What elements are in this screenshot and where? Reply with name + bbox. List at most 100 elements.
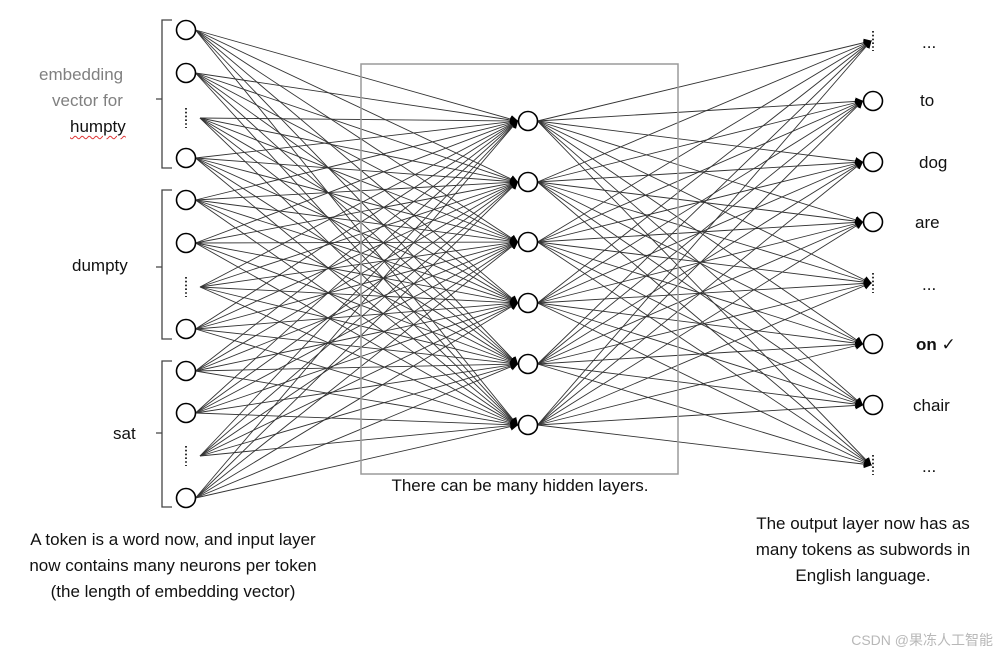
check-icon: ✓ (941, 335, 956, 354)
input-token-humpty: humpty (70, 117, 126, 136)
connection-line (537, 282, 872, 426)
connection-line (199, 180, 519, 288)
connection-line (199, 286, 519, 367)
input-label-vector-for: vector for (52, 91, 123, 110)
connection-line (199, 120, 519, 288)
connection-line (537, 340, 864, 365)
neurons (175, 19, 884, 509)
connection-line (195, 242, 519, 306)
connection-line (195, 241, 519, 499)
input-group-brackets (156, 19, 172, 508)
connection-line (195, 72, 519, 124)
connection-line (537, 401, 864, 426)
connection-line (195, 29, 519, 123)
connection-line (199, 241, 519, 457)
connection-line (537, 302, 872, 466)
connection-line (537, 341, 864, 426)
input-neuron (175, 147, 197, 169)
connection-line (195, 241, 519, 414)
input-layer-caption: A token is a word now, and input layer n… (0, 527, 346, 605)
connection-line (195, 179, 519, 244)
connection-line (195, 120, 519, 330)
connection-line (537, 100, 864, 365)
connection-line (537, 98, 864, 183)
connection-line (537, 97, 864, 122)
connection-line (195, 120, 519, 499)
connection-line (199, 117, 519, 244)
output-neuron (862, 90, 884, 112)
output-caption-line: many tokens as subwords in (755, 540, 971, 559)
hidden-neuron (517, 110, 539, 132)
output-label-are: are (915, 213, 940, 232)
output-label-chair: chair (913, 396, 950, 415)
output-caption-line: English language. (795, 566, 931, 585)
connection-line (537, 100, 864, 304)
connection-line (195, 328, 519, 427)
connection-line (195, 360, 519, 372)
hidden-layers-caption: There can be many hidden layers. (391, 476, 649, 495)
connection-line (195, 72, 519, 426)
connection-line (195, 238, 519, 247)
output-neuron (862, 151, 884, 173)
connection-line (537, 424, 872, 469)
connection-line (195, 119, 519, 244)
connection-line (195, 29, 519, 365)
connection-line (195, 117, 519, 159)
group-bracket (156, 189, 172, 340)
output-caption-line: The output layer now has as (756, 514, 970, 533)
output-layer-caption: The output layer now has as many tokens … (730, 511, 996, 589)
hidden-neuron (517, 231, 539, 253)
connection-line (195, 199, 519, 426)
input-neuron (175, 189, 197, 211)
hidden-output-connections (537, 38, 872, 469)
connection-line (195, 242, 519, 426)
output-label-ellipsis: ... (922, 33, 937, 52)
connection-line (195, 239, 519, 330)
connection-line (537, 40, 872, 304)
connection-line (195, 157, 519, 365)
connection-line (537, 161, 864, 426)
output-neuron (862, 394, 884, 416)
connection-line (195, 120, 519, 372)
connection-line (199, 117, 519, 426)
input-neuron (175, 318, 197, 340)
connection-line (537, 221, 864, 426)
connection-line (537, 40, 872, 426)
connection-line (537, 279, 872, 304)
hidden-neuron (517, 414, 539, 436)
connection-line (537, 158, 864, 183)
connection-line (537, 100, 864, 243)
connection-line (195, 422, 519, 499)
connection-line (195, 181, 519, 499)
connection-line (195, 181, 519, 414)
input-neuron (175, 487, 197, 509)
connection-line (199, 117, 519, 304)
connection-line (199, 117, 519, 365)
connection-line (195, 328, 519, 368)
connection-line (195, 72, 519, 304)
connection-line (195, 72, 519, 184)
connection-line (537, 40, 872, 243)
connection-line (195, 72, 519, 365)
input-caption-line: now contains many neurons per token (29, 556, 317, 575)
connection-line (537, 40, 872, 183)
connection-line (199, 181, 519, 457)
hidden-neuron (517, 353, 539, 375)
connection-line (537, 38, 872, 122)
connection-line (199, 117, 519, 185)
connection-line (195, 178, 519, 201)
connection-line (537, 280, 872, 365)
connection-line (199, 116, 519, 125)
connection-line (195, 370, 519, 428)
input-neuron (175, 360, 197, 382)
output-label-ellipsis: ... (922, 275, 937, 294)
connection-line (195, 29, 519, 304)
connection-line (199, 362, 519, 457)
group-bracket (156, 19, 172, 169)
connection-line (195, 362, 519, 499)
watermark: CSDN @果冻人工智能 (851, 632, 993, 648)
connection-line (195, 29, 519, 426)
connection-line (199, 286, 519, 426)
connection-line (195, 181, 519, 330)
